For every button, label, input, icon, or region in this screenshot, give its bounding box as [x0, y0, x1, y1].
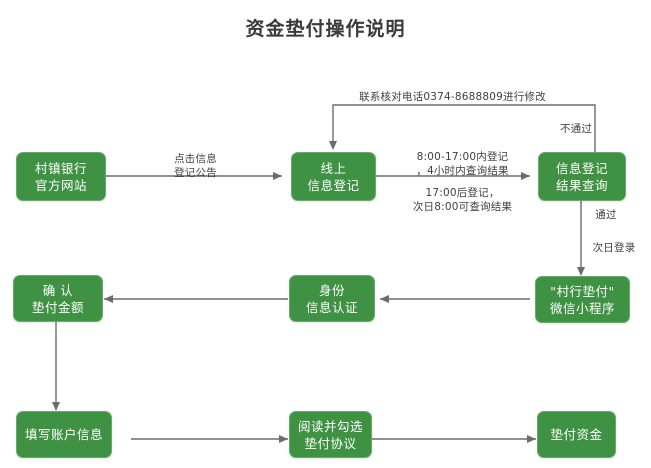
node-confirm-amount[interactable]: 确 认 垫付金额 [13, 275, 103, 322]
arrowhead-not-passed-loop [329, 141, 337, 150]
arrowhead-query-to-miniprogram [577, 267, 585, 276]
page-title: 资金垫付操作说明 [245, 18, 406, 40]
edge-label-not-passed: 不通过 [559, 123, 593, 135]
edge-label-correction-phone: 联系核对电话0374-8688809进行修改 [359, 91, 546, 103]
node-registration-result-query-label: 信息登记 结果查询 [555, 160, 608, 193]
node-advance-funds-label: 垫付资金 [550, 427, 603, 442]
arrowhead-agreement-to-funds [527, 435, 536, 443]
node-identity-authentication[interactable]: 身份 信息认证 [289, 275, 375, 322]
arrowhead-miniprogram-to-identity [380, 295, 389, 303]
node-wechat-miniprogram[interactable]: "村行垫付" 微信小程序 [535, 276, 630, 323]
node-online-registration-label: 线上 信息登记 [307, 160, 360, 193]
node-read-agreement[interactable]: 阅读并勾选 垫付协议 [289, 411, 372, 458]
arrowhead-account-to-agreement [279, 435, 288, 443]
node-fill-account-info-label: 填写账户信息 [24, 427, 103, 442]
node-wechat-miniprogram-label: "村行垫付" 微信小程序 [549, 283, 615, 316]
arrowhead-bank-to-online [273, 172, 282, 180]
node-identity-authentication-label: 身份 信息认证 [305, 282, 358, 315]
edge-label-registration-timing-late: 17:00后登记， 次日8:00可查询结果 [412, 187, 513, 213]
edge-label-click-notice: 点击信息 登记公告 [174, 153, 217, 179]
node-registration-result-query[interactable]: 信息登记 结果查询 [538, 152, 626, 201]
edge-label-next-day-login: 次日登录 [592, 242, 636, 254]
node-confirm-amount-label: 确 认 垫付金额 [31, 282, 84, 315]
node-fill-account-info[interactable]: 填写账户信息 [16, 411, 112, 458]
edge-label-registration-timing: 8:00-17:00内登记 ，4小时内查询结果 [416, 151, 509, 177]
arrowhead-identity-to-confirm [104, 295, 113, 303]
node-advance-funds[interactable]: 垫付资金 [537, 411, 616, 458]
node-bank-site[interactable]: 村镇银行 官方网站 [16, 152, 106, 201]
edge-label-passed: 通过 [595, 209, 617, 221]
arrowhead-confirm-to-account [52, 402, 60, 411]
node-online-registration[interactable]: 线上 信息登记 [291, 152, 376, 201]
node-read-agreement-label: 阅读并勾选 垫付协议 [297, 418, 363, 451]
node-bank-site-label: 村镇银行 官方网站 [34, 160, 87, 193]
